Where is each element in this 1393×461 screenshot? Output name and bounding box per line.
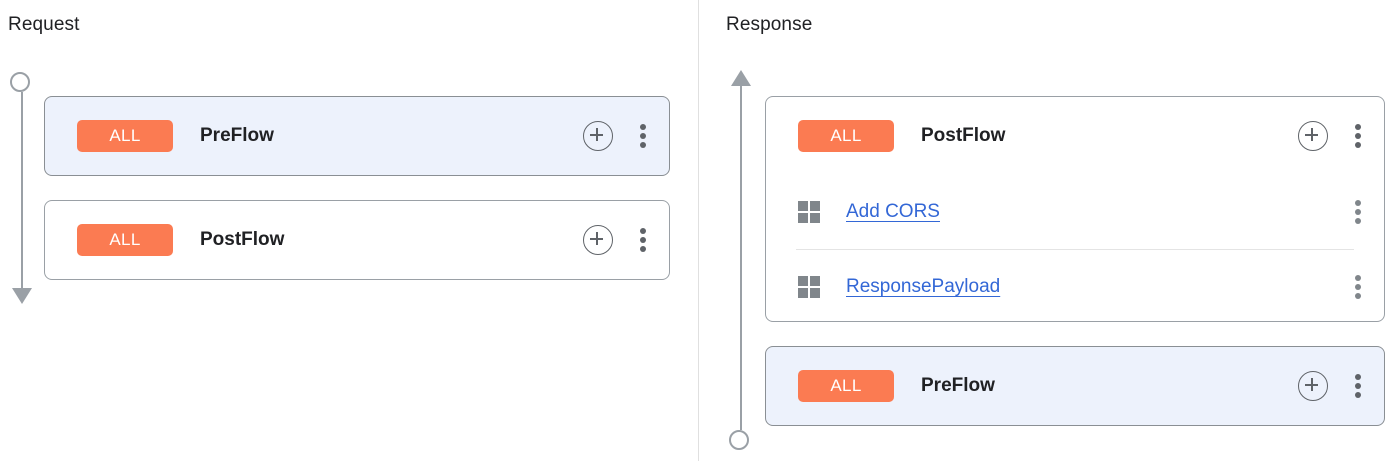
flow-name-label: PostFlow [200,229,285,250]
policy-link[interactable]: Add CORS [846,201,940,222]
response-panel: Response [699,0,1393,461]
flow-card-response-preflow[interactable]: ALL PreFlow [765,346,1385,426]
request-panel: Request ALL PreFlow ALL PostFlow [8,14,670,304]
request-panel-title: Request [8,14,80,35]
arrow-up-icon [731,70,751,86]
drag-grid-icon[interactable] [798,276,820,298]
rail-line [21,92,23,288]
more-vert-icon[interactable] [631,123,655,149]
plus-circle-icon[interactable] [583,121,613,151]
response-panel-title: Response [726,14,813,35]
flow-card-request-postflow[interactable]: ALL PostFlow [44,200,670,280]
flow-name-label: PreFlow [921,375,995,396]
flow-header-row: ALL PreFlow [766,347,1384,425]
drag-grid-icon[interactable] [798,201,820,223]
arrow-down-icon [12,288,32,304]
flow-header-row: ALL PostFlow [45,201,669,279]
status-badge: ALL [77,224,173,256]
flow-header-row: ALL PostFlow [766,97,1384,175]
flow-card-response-postflow[interactable]: ALL PostFlow Add CORS ResponsePayload [765,96,1385,322]
policy-row[interactable]: Add CORS [766,175,1384,249]
request-flow-rail [10,72,34,304]
circle-node-icon [729,430,749,450]
more-vert-icon[interactable] [631,227,655,253]
panel-divider [698,0,699,461]
plus-circle-icon[interactable] [1298,121,1328,151]
flow-name-label: PreFlow [200,125,274,146]
policy-row-divider [796,249,1354,250]
status-badge: ALL [798,120,894,152]
flow-card-request-preflow[interactable]: ALL PreFlow [44,96,670,176]
plus-circle-icon[interactable] [583,225,613,255]
flow-name-label: PostFlow [921,125,1006,146]
more-vert-icon[interactable] [1346,199,1370,225]
rail-line [740,86,742,430]
policy-link[interactable]: ResponsePayload [846,276,1001,297]
status-badge: ALL [798,370,894,402]
more-vert-icon[interactable] [1346,123,1370,149]
policy-row[interactable]: ResponsePayload [766,250,1384,324]
plus-circle-icon[interactable] [1298,371,1328,401]
more-vert-icon[interactable] [1346,274,1370,300]
status-badge: ALL [77,120,173,152]
flow-header-row: ALL PreFlow [45,97,669,175]
more-vert-icon[interactable] [1346,373,1370,399]
response-flow-rail [729,70,753,450]
circle-node-icon [10,72,30,92]
